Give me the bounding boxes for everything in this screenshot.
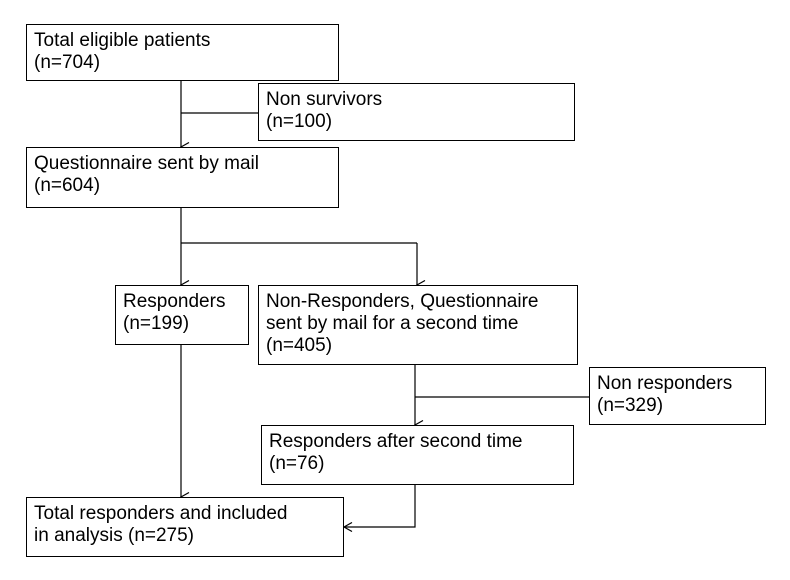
non-responders-box: Non responders (n=329) [589,367,766,425]
non-survivors-count: (n=100) [266,111,333,132]
responders-second-box: Responders after second time (n=76) [261,425,574,485]
total-included-line2: in analysis (n=275) [34,525,195,546]
responders-count: (n=199) [123,313,190,334]
non-responders-second-box: Non-Responders, Questionnaire sent by ma… [258,285,578,365]
non-responders-second-count: (n=405) [266,335,333,356]
non-responders-second-line2: sent by mail for a second time [266,313,519,334]
non-survivors-title: Non survivors [266,89,383,110]
responders-box: Responders (n=199) [115,285,249,345]
non-responders-second-line1: Non-Responders, Questionnaire [266,291,539,312]
non-responders-title: Non responders [597,373,733,394]
responders-second-count: (n=76) [269,453,325,474]
questionnaire-mail-count: (n=604) [34,175,101,196]
responders-title: Responders [123,291,226,312]
total-included-line1: Total responders and included [34,503,288,524]
questionnaire-mail-title: Questionnaire sent by mail [34,153,259,174]
total-included-box: Total responders and included in analysi… [26,497,344,557]
total-eligible-box: Total eligible patients (n=704) [26,24,339,81]
non-responders-count: (n=329) [597,395,664,416]
questionnaire-mail-box: Questionnaire sent by mail (n=604) [26,147,339,208]
total-eligible-title: Total eligible patients [34,30,211,51]
non-survivors-box: Non survivors (n=100) [258,83,575,141]
responders-second-title: Responders after second time [269,431,523,452]
connector-responders-second-to-total [344,485,416,527]
total-eligible-count: (n=704) [34,52,101,73]
